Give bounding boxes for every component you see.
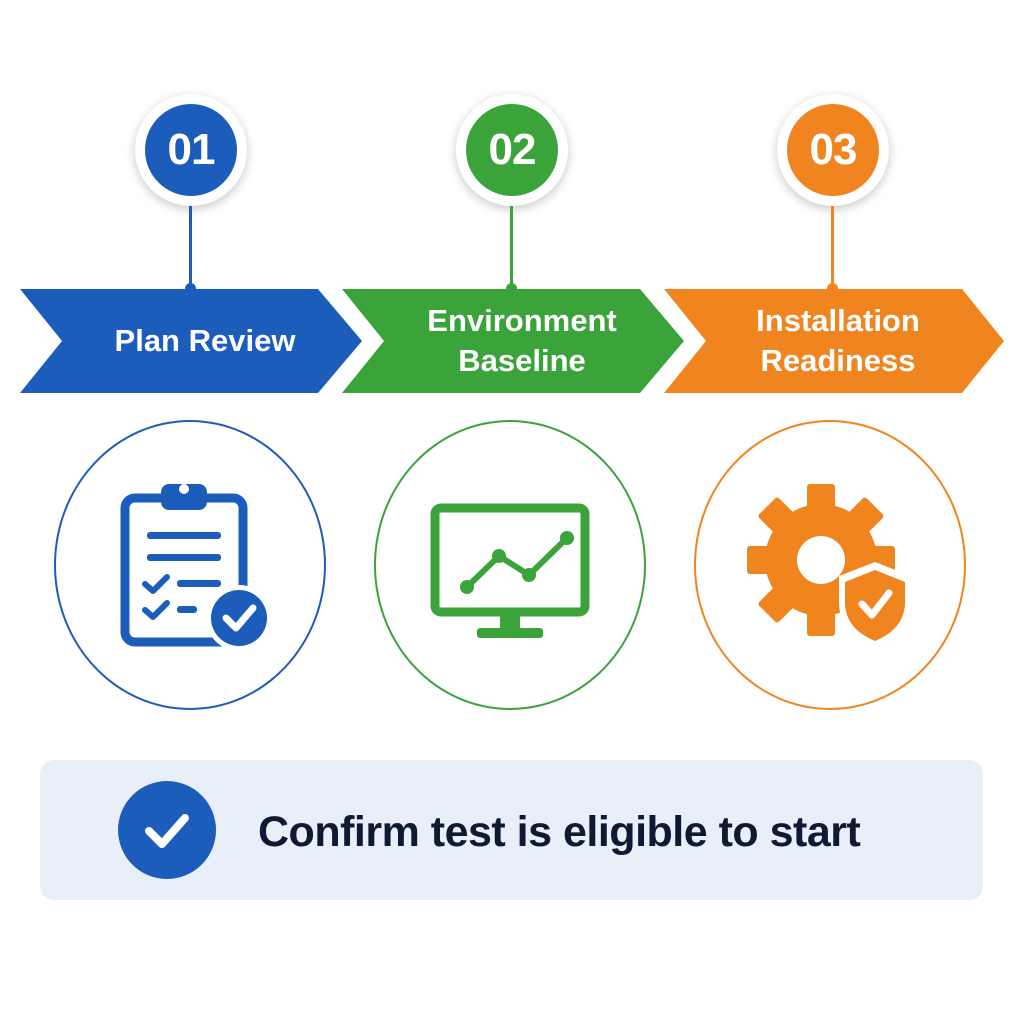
step-badge-2: 02	[456, 94, 568, 206]
confirm-text: Confirm test is eligible to start	[258, 808, 861, 856]
step-connector-2	[506, 206, 517, 294]
step-connector-3	[827, 206, 838, 294]
gear-shield-icon	[747, 484, 911, 648]
step-icon-circle-1	[54, 420, 326, 710]
clipboard-checklist-icon	[120, 484, 272, 651]
chevron-shape-2	[342, 289, 684, 393]
step-label-3: Installation Readiness	[756, 302, 920, 378]
step-badge-1: 01	[135, 94, 247, 206]
step-number-2: 02	[466, 104, 558, 196]
step-label-1: Plan Review	[114, 322, 296, 358]
step-label-2: Environment Baseline	[427, 302, 617, 378]
check-mark-icon	[145, 814, 189, 848]
check-circle-icon	[118, 781, 216, 879]
chevron-shape-3	[664, 289, 1004, 393]
step-icon-circle-2	[374, 420, 646, 710]
step-label-box-1: Plan Review	[60, 289, 350, 393]
chevron-shape-1	[20, 289, 362, 393]
step-label-box-2: Environment Baseline	[372, 289, 672, 393]
step-number-3: 03	[787, 104, 879, 196]
step-number-1: 01	[145, 104, 237, 196]
monitor-chart-icon	[430, 503, 590, 638]
step-icon-circle-3	[694, 420, 966, 710]
step-badge-3: 03	[777, 94, 889, 206]
step-label-box-3: Installation Readiness	[692, 289, 984, 393]
step-connector-1	[185, 206, 196, 294]
